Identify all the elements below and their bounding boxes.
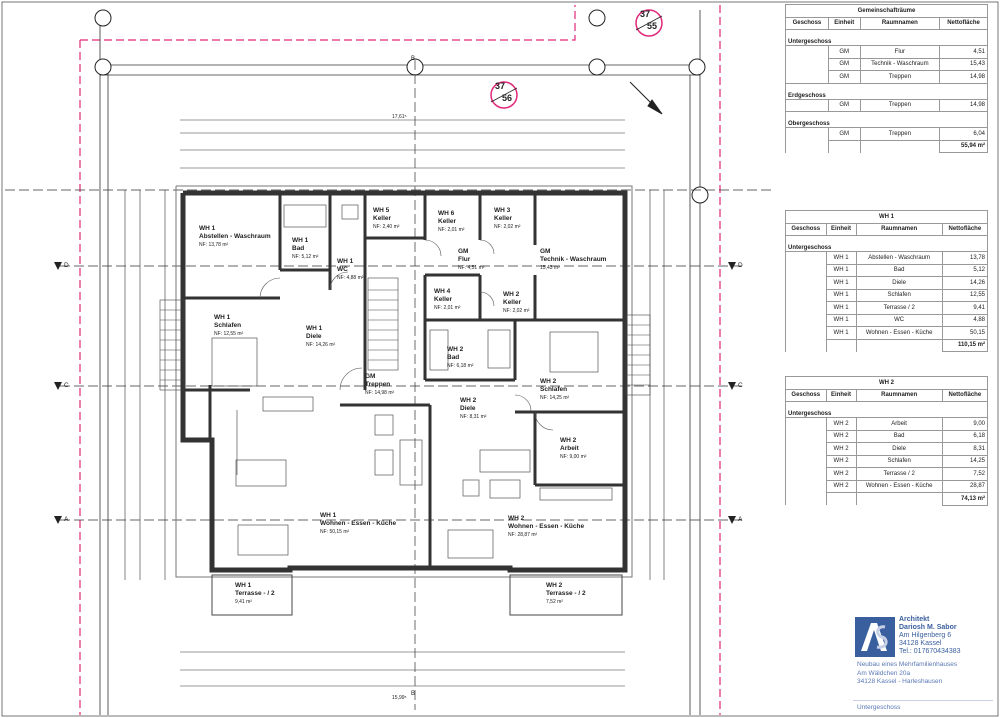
north-arrow — [629, 81, 663, 115]
table-total: 55,94 m² — [939, 139, 988, 153]
table-title: WH 2 — [785, 376, 988, 390]
table-total: 110,15 m² — [941, 338, 989, 352]
column-header: Nettofläche — [939, 16, 988, 30]
furniture — [211, 204, 613, 559]
table-total: 74,13 m² — [941, 492, 989, 506]
door-swings — [259, 239, 554, 431]
column-header: Einheit — [825, 388, 857, 402]
section-a-right: A — [738, 516, 743, 523]
area-table-wh1: WH 1 Geschoss Einheit Raumnamen Nettoflä… — [785, 210, 989, 352]
top-dimension: 17,61⁵ — [392, 114, 407, 120]
stair-treads — [159, 277, 651, 396]
area-table-wh2: WH 2 Geschoss Einheit Raumnamen Nettoflä… — [785, 376, 989, 506]
column-header: Raumnamen — [855, 388, 943, 402]
architect-logo-icon — [855, 617, 895, 657]
stamp-top-number-2: 55 — [647, 21, 658, 31]
dimension-lines — [124, 119, 665, 687]
column-header: Geschoss — [785, 222, 827, 236]
section-heading: Untergeschoss — [785, 29, 988, 46]
section-heading: Untergeschoss — [785, 401, 988, 418]
column-header: Nettofläche — [941, 222, 989, 236]
section-c-right: C — [738, 382, 743, 389]
table-title: Gemeinschafträume — [785, 4, 988, 18]
stamp-mid-number-2: 56 — [502, 93, 513, 103]
column-header: Raumnamen — [855, 222, 943, 236]
table-title: WH 1 — [785, 210, 988, 224]
area-table-common: Gemeinschafträume Geschoss Einheit Raumn… — [785, 4, 988, 153]
section-lines — [5, 60, 775, 710]
section-c-left: C — [64, 382, 69, 389]
section-d-right: D — [738, 262, 743, 269]
column-header: Geschoss — [785, 388, 827, 402]
title-block: Architekt Dariosh M. Sabor Am Hilgenberg… — [853, 613, 993, 713]
terrace-outline — [211, 574, 623, 616]
column-header: Geschoss — [785, 16, 829, 30]
architect-info: Architekt Dariosh M. Sabor Am Hilgenberg… — [899, 616, 961, 655]
stamp-top-number: 37 — [640, 9, 651, 19]
section-a-left: A — [64, 516, 69, 523]
section-heading: Erdgeschoss — [785, 82, 988, 100]
column-header: Nettofläche — [941, 388, 989, 402]
column-header: Einheit — [825, 222, 857, 236]
interior-walls — [183, 195, 625, 568]
grid-axis-circles — [94, 9, 709, 204]
section-markers — [54, 262, 736, 524]
plot-stamp-top — [635, 9, 663, 37]
grid-label-b-top: B — [411, 56, 416, 62]
section-heading: Untergeschoss — [785, 235, 988, 252]
project-info: Neubau eines Mehrfamilienhauses Am Wäldc… — [857, 661, 958, 685]
column-header: Einheit — [827, 16, 861, 30]
sheet-name: Untergeschoss — [857, 704, 901, 711]
grid-label-b-bottom: B — [411, 691, 416, 697]
plot-stamp-mid — [490, 81, 518, 109]
column-header: Raumnamen — [859, 16, 941, 30]
exterior-walls — [180, 190, 628, 573]
stamp-mid-number: 37 — [495, 81, 506, 91]
bottom-dimension: 15,99⁵ — [392, 695, 407, 701]
section-d-left: D — [64, 262, 69, 269]
section-heading: Obergeschoss — [785, 111, 988, 128]
property-boundary — [79, 5, 721, 715]
